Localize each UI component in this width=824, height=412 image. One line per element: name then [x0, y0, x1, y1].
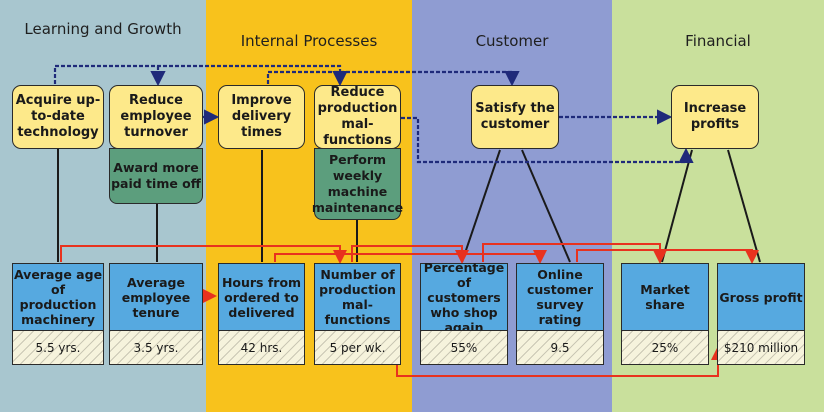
- dashed-link-arrows: [53, 64, 694, 164]
- target-gross-profit: $210 million: [717, 330, 805, 365]
- measure-malfunction-count[interactable]: Number of production mal-functions: [314, 263, 401, 331]
- measure-machinery-age[interactable]: Average age of production machinery: [12, 263, 104, 331]
- measure-employee-tenure[interactable]: Average employee tenure: [109, 263, 203, 331]
- column-title-internal-processes: Internal Processes: [240, 32, 378, 50]
- measure-repeat-customers[interactable]: Percentage of customers who shop again: [420, 260, 508, 335]
- objective-reduce-turnover[interactable]: Reduce employee turnover: [109, 85, 203, 149]
- target-survey-rating: 9.5: [516, 330, 604, 365]
- objective-acquire-technology[interactable]: Acquire up-to-date technology: [12, 85, 104, 149]
- target-market-share: 25%: [621, 330, 709, 365]
- objective-satisfy-customer[interactable]: Satisfy the customer: [471, 85, 559, 149]
- measure-delivery-hours[interactable]: Hours from ordered to delivered: [218, 263, 305, 331]
- target-employee-tenure: 3.5 yrs.: [109, 330, 203, 365]
- target-repeat-customers: 55%: [420, 330, 508, 365]
- initiative-weekly-maintenance[interactable]: Perform weekly machine maintenance: [312, 148, 403, 220]
- target-machinery-age: 5.5 yrs.: [12, 330, 104, 365]
- target-malfunction-count: 5 per wk.: [314, 330, 401, 365]
- column-title-customer: Customer: [475, 32, 549, 50]
- measure-gross-profit[interactable]: Gross profit: [717, 263, 805, 331]
- objective-improve-delivery[interactable]: Improve delivery times: [218, 85, 305, 149]
- objective-increase-profits[interactable]: Increase profits: [671, 85, 759, 149]
- initiative-award-time-off[interactable]: Award more paid time off: [109, 148, 203, 204]
- measure-market-share[interactable]: Market share: [621, 263, 709, 331]
- target-delivery-hours: 42 hrs.: [218, 330, 305, 365]
- column-title-learning-growth: Learning and Growth: [24, 20, 182, 38]
- measure-survey-rating[interactable]: Online customer survey rating: [516, 263, 604, 331]
- column-title-financial: Financial: [685, 32, 751, 50]
- objective-reduce-malfunctions[interactable]: Reduce production mal-functions: [314, 85, 401, 149]
